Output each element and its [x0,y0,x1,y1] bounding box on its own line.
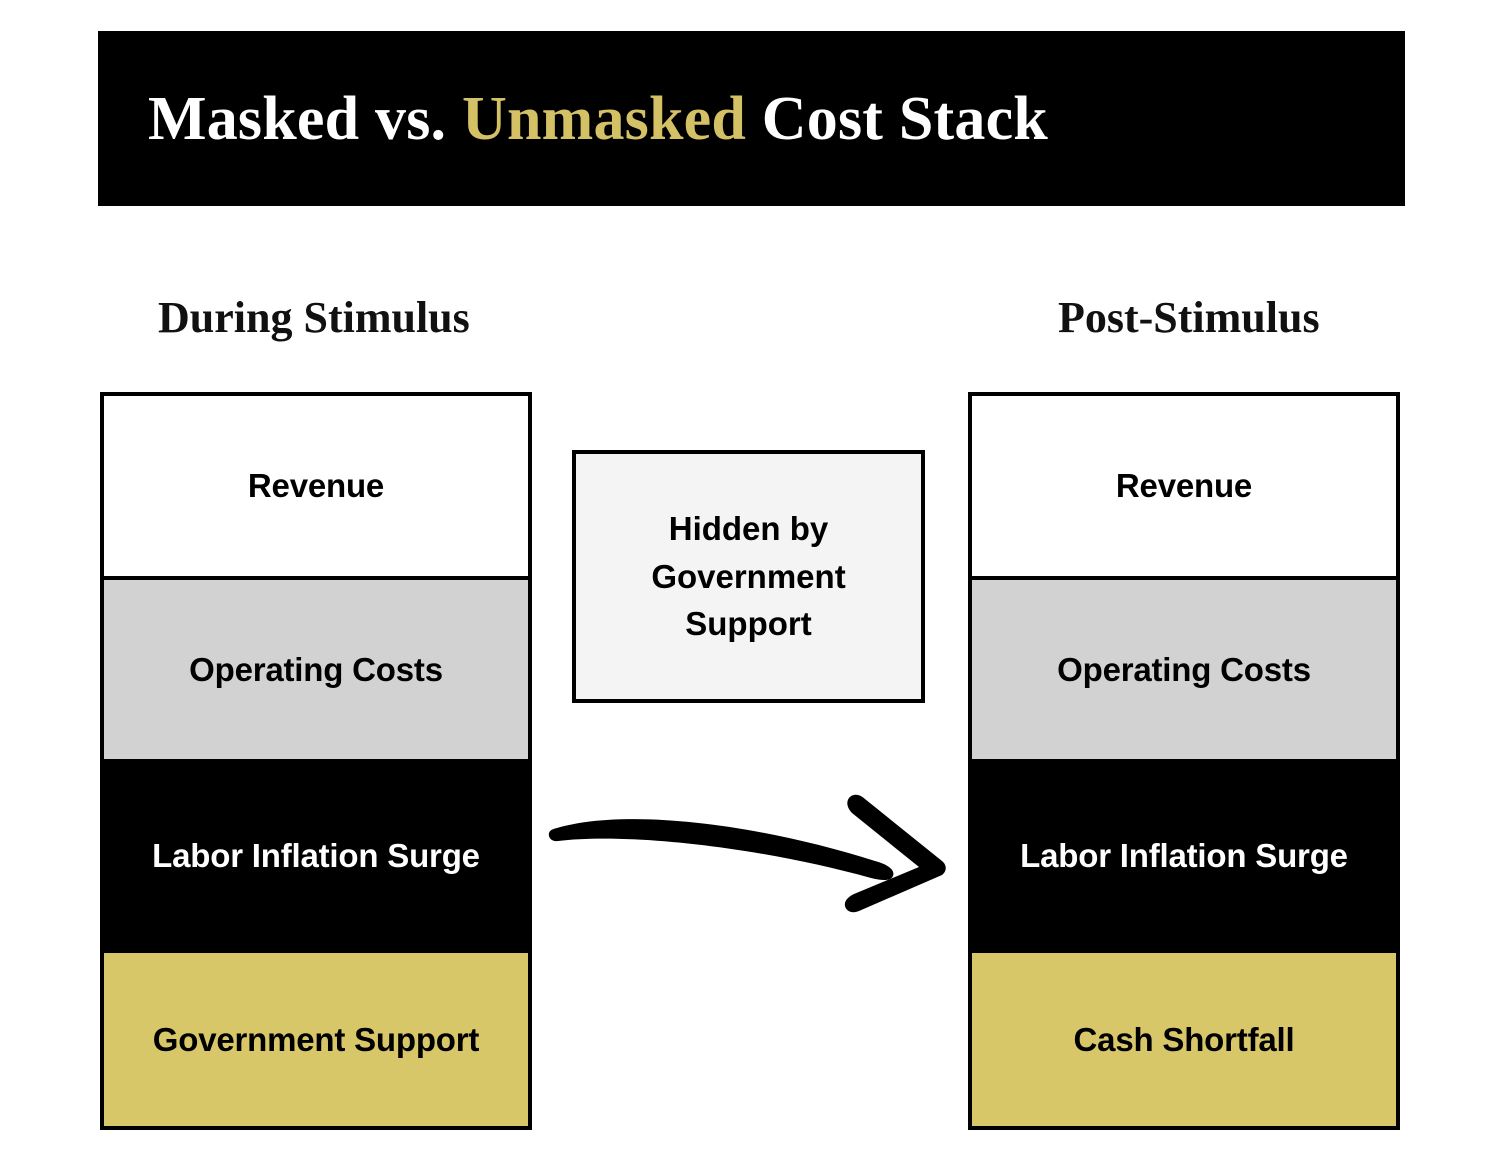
stack-segment-label: Labor Inflation Surge [152,837,480,875]
stack-segment-labor-inflation-surge[interactable]: Labor Inflation Surge [968,759,1400,953]
stack-segment-operating-costs[interactable]: Operating Costs [100,576,532,763]
stack-segment-label: Operating Costs [1057,650,1311,688]
stack-segment-operating-costs[interactable]: Operating Costs [968,576,1400,763]
cost-stack-during-stimulus: Revenue Operating Costs Labor Inflation … [100,392,532,1134]
stack-segment-revenue[interactable]: Revenue [968,392,1400,580]
stack-segment-label: Revenue [247,467,385,505]
stack-segment-label: Government Support [152,1020,480,1058]
arrow-head [844,794,946,913]
column-header-during-stimulus: During Stimulus [158,293,470,342]
cost-stack-post-stimulus: Revenue Operating Costs Labor Inflation … [968,392,1400,1134]
callout-text: Hidden by Government Support [651,509,846,643]
title-highlight: Unmasked [461,84,747,153]
stack-segment-labor-inflation-surge[interactable]: Labor Inflation Surge [100,759,532,953]
stack-segment-label: Cash Shortfall [1073,1020,1295,1058]
column-header-post-stimulus: Post-Stimulus [1058,293,1320,342]
stack-segment-government-support[interactable]: Government Support [100,949,532,1130]
stack-segment-revenue[interactable]: Revenue [100,392,532,580]
title-banner: Masked vs. Unmasked Cost Stack [98,31,1405,206]
title-prefix: Masked vs. [148,84,462,153]
stack-segment-label: Revenue [1115,467,1253,505]
callout-hidden-by-government-support: Hidden by Government Support [572,450,925,703]
title-suffix: Cost Stack [746,84,1048,153]
page-title: Masked vs. Unmasked Cost Stack [98,88,1048,150]
arrow-shaft [548,819,894,881]
stack-segment-label: Labor Inflation Surge [1020,837,1348,875]
stack-segment-label: Operating Costs [189,650,443,688]
stack-segment-cash-shortfall[interactable]: Cash Shortfall [968,949,1400,1130]
curved-right-arrow-icon [548,794,946,913]
